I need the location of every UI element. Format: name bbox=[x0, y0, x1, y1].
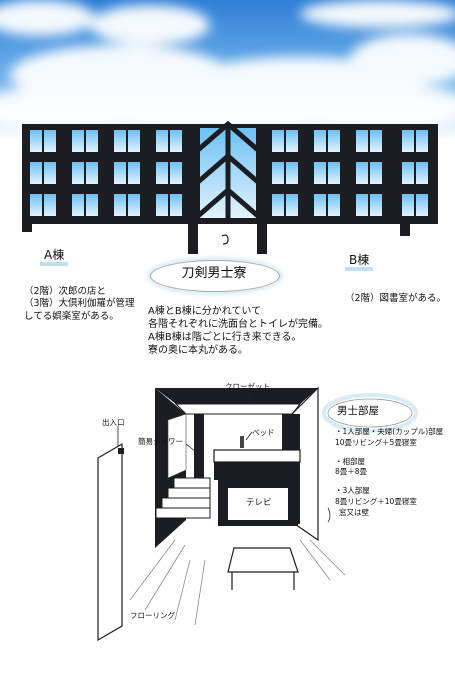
description-line: 寮の奥に本丸がある。 bbox=[148, 345, 248, 356]
room-types-list: ・1人部屋・夫婦(カップル)部屋 10畳リビング＋5畳寝室 ・相部屋 8畳＋8畳… bbox=[335, 427, 443, 518]
building-a-line: してる娯楽室がある。 bbox=[24, 310, 119, 322]
building-a-line: （2階）次郎の店と bbox=[24, 286, 107, 297]
room-interior-illustration bbox=[97, 386, 418, 642]
shower-label: 簡易シャワー bbox=[138, 437, 183, 446]
dormitory-description: A棟とB棟に分かれていて 各階それぞれに洗面台とトイレが完備。 A棟B棟は階ごと… bbox=[148, 305, 328, 357]
building-a-description: （2階）次郎の店と （3階）大倶利伽羅が管理 してる娯楽室がある。 bbox=[24, 286, 135, 323]
bed-label: ベッド bbox=[252, 428, 275, 437]
room-type-double: ・相部屋 bbox=[335, 456, 365, 466]
building-b-description: （2階）図書室がある。 bbox=[345, 293, 447, 304]
tv-label: テレビ bbox=[246, 498, 272, 508]
title-badge bbox=[150, 260, 280, 292]
room-type-single-detail: 10畳リビング＋5畳寝室 bbox=[335, 437, 417, 447]
description-line: A棟B棟は階ごとに行き来できる。 bbox=[148, 332, 302, 343]
dormitory-building-illustration bbox=[22, 120, 438, 254]
description-line: 各階それぞれに洗面台とトイレが完備。 bbox=[148, 319, 328, 330]
room-types-title: 男士部屋 bbox=[337, 405, 379, 417]
closet-label: クローゼット bbox=[225, 382, 270, 391]
room-type-double-detail: 8畳＋8畳 bbox=[335, 467, 368, 477]
window-note: 窓又は壁 bbox=[339, 507, 369, 517]
flooring-label: フローリング bbox=[130, 611, 175, 620]
room-type-single: ・1人部屋・夫婦(カップル)部屋 bbox=[335, 427, 444, 436]
page-title: 刀剣男士寮 bbox=[181, 266, 247, 281]
description-line: A棟とB棟に分かれていて bbox=[148, 306, 262, 317]
room-type-triple-detail: 8畳リビング＋10畳寝室 bbox=[335, 496, 417, 506]
entrance-label: 出入口 bbox=[102, 418, 125, 427]
room-type-triple: ・3人部屋 bbox=[335, 486, 370, 495]
building-a-label: A棟 bbox=[40, 248, 69, 266]
building-a-line: （3階）大倶利伽羅が管理 bbox=[24, 298, 135, 310]
building-b-label: B棟 bbox=[345, 253, 374, 271]
